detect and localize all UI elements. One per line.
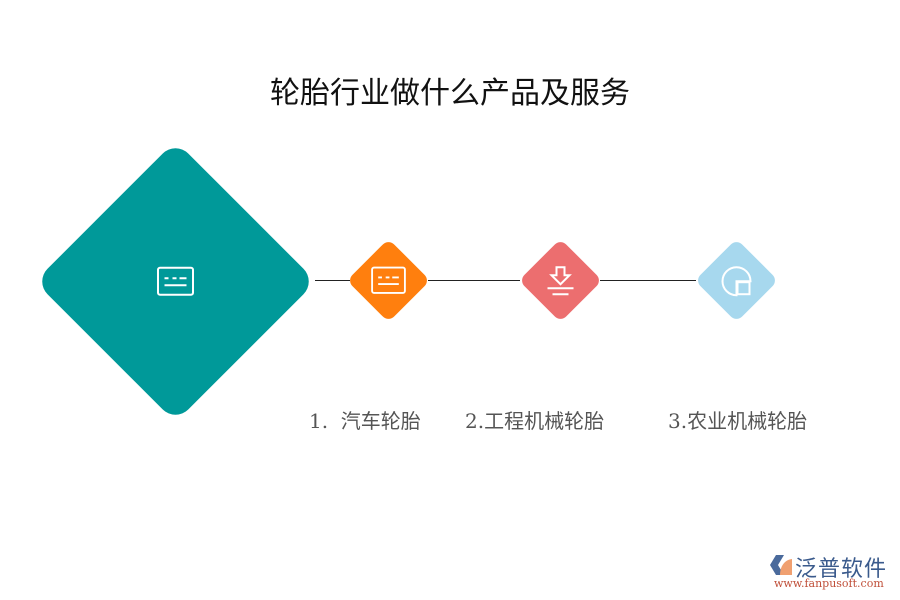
logo-url: www.fanpusoft.com (774, 577, 884, 590)
node-2 (518, 238, 603, 323)
pie-square-icon (721, 265, 752, 296)
connector-line-1 (315, 280, 350, 281)
node-2-label: 2.工程机械轮胎 (465, 409, 605, 433)
connector-line-2 (428, 280, 520, 281)
brand-logo: 泛普软件 www.fanpusoft.com (768, 551, 893, 591)
card-icon (157, 266, 194, 295)
download-icon (547, 265, 574, 295)
main-node-icon-wrap (157, 266, 195, 298)
node-1 (346, 238, 431, 323)
connector-line-3 (600, 280, 696, 281)
main-node (34, 140, 317, 423)
node-3 (694, 238, 779, 323)
node-3-label: 3.农业机械轮胎 (668, 409, 808, 433)
fanpu-logo-icon (770, 555, 792, 575)
node-1-label: 1. 汽车轮胎 (309, 409, 421, 433)
logo-name: 泛普软件 (795, 557, 888, 582)
card-icon (371, 265, 406, 294)
page-title: 轮胎行业做什么产品及服务 (270, 76, 630, 111)
